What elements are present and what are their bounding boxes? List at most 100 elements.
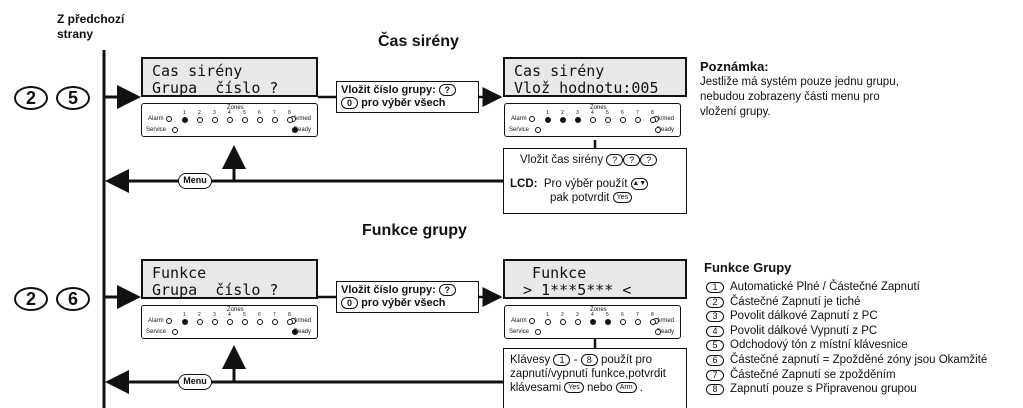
zone-led [212,319,218,325]
service-led [172,127,178,133]
zone-number: 8 [651,110,654,116]
zone-led [545,117,551,123]
code-circle-6: 6 [56,287,90,311]
zone-led [212,117,218,123]
zone-led [590,319,596,325]
menu-key-icon: Menu [178,173,212,189]
entry-label: Vložit číslo grupy: [341,284,436,296]
zero-key-icon: 0 [341,297,358,310]
zone-number: 3 [213,312,216,318]
info-line: klávesami [510,382,562,394]
function-list-item: 8 Zapnutí pouze s Připravenou grupou [706,383,917,396]
zone-number: 1 [546,110,549,116]
function-number-icon: 7 [706,369,724,381]
zone-led [635,319,641,325]
ready-led [292,127,298,133]
zone-number: 6 [621,110,624,116]
zone-led [590,117,596,123]
question-key-icon: ? [438,84,456,97]
function-text: Povolit dálkové Vypnutí z PC [730,324,878,337]
zone-led [575,319,581,325]
zone-number: 1 [183,110,186,116]
zone-number: 2 [198,110,201,116]
zone-led [272,117,278,123]
alarm-label: Alarm [511,318,527,324]
ready-led [292,329,298,335]
info-line: Vložit čas sirény [520,154,604,166]
alarm-led [166,116,172,122]
function-number-icon: 8 [706,384,724,396]
lcd-line: Cas sirény [514,62,605,80]
lcd-line: Cas sirény [152,62,243,80]
lcd-display-4: Funkce > 1***5*** < [503,259,687,299]
code-circle-5: 5 [56,86,90,110]
lcd-display-1: Cas sirény Grupa číslo ? [141,57,318,97]
zone-led [272,319,278,325]
zone-led [560,319,566,325]
service-label: Service [509,127,530,133]
question-key-icon: ? [640,153,658,166]
question-key-icon: ? [438,284,456,297]
code-circle-2: 2 [14,86,48,110]
ready-label: Ready [656,127,674,133]
service-label: Service [146,329,167,335]
service-led [535,127,541,133]
zone-led [242,117,248,123]
entry-label-2: pro výběr všech [361,297,446,309]
zone-number: 1 [546,312,549,318]
zone-led [287,117,293,123]
ready-label: Ready [293,127,311,133]
armed-label: Armed [293,318,311,324]
key-1-icon: 1 [553,353,571,366]
zone-number: 2 [561,110,564,116]
yes-key-icon: Yes [564,382,584,394]
zone-number: 3 [213,110,216,116]
ready-led [655,127,661,133]
zone-led [560,117,566,123]
zone-number: 3 [576,110,579,116]
function-text: Částečné zapnutí = Zpožděné zóny jsou Ok… [730,354,988,366]
function-number-icon: 2 [706,296,724,308]
function-number-icon: 5 [706,340,724,352]
function-text: Zapnutí pouze s Připravenou grupou [730,383,917,396]
info-line: Pro výběr použít [543,178,628,190]
zone-number: 4 [228,312,231,318]
function-number-icon: 1 [706,282,724,293]
zone-number: 2 [561,312,564,318]
lcd-label: LCD: [510,178,538,190]
zones-label: Zones [227,105,244,111]
function-text: Povolit dálkové Zapnutí z PC [730,310,878,323]
zone-led [287,319,293,325]
entry-label-2: pro výběr všech [361,97,446,109]
function-number-icon: 3 [706,311,724,323]
zone-led [182,117,188,123]
function-text: Částečné Zapnutí je tiché [730,295,861,308]
alarm-label: Alarm [511,116,527,122]
function-list-item: 2 Částečné Zapnutí je tiché [706,296,860,309]
lcd-display-2: Cas sirény Vlož hodnotu:005 [503,57,687,97]
zone-number: 1 [183,312,186,318]
zone-number: 4 [591,110,594,116]
zone-number: 7 [636,312,639,318]
armed-label: Armed [656,318,674,324]
function-list-title: Funkce Grupy [704,260,792,275]
entry-label: Vložit číslo grupy: [341,84,436,96]
alarm-label: Alarm [148,318,164,324]
note-line: Jestliže má systém pouze jednu grupu, [700,76,899,88]
info-line: pak potvrdit [550,192,610,204]
zone-number: 3 [576,312,579,318]
lcd-line: Vlož hodnotu:005 [514,79,659,97]
info-box-2: Klávesy 1 - 8 použít pro zapnutí/vypnutí… [503,348,687,408]
left-header: Z předchozí strany [57,12,124,42]
zones-label: Zones [590,105,607,111]
info-line: . [639,382,644,394]
left-header-line2: strany [57,27,94,41]
alarm-led [529,318,535,324]
left-header-line1: Z předchozí [57,12,125,26]
question-key-icon: ? [623,153,641,166]
